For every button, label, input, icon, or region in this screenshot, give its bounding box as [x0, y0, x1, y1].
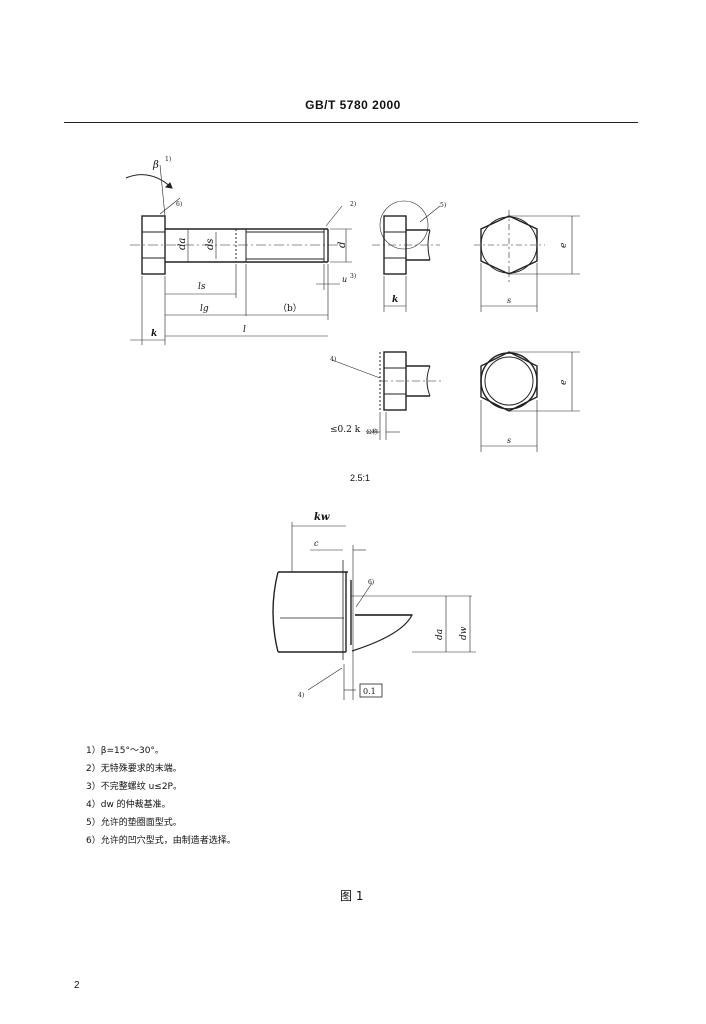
label-note3: 3): [350, 273, 356, 280]
label-ds: ds: [205, 238, 216, 250]
label-tolerance-sub: 公称: [366, 428, 378, 436]
label-e-top: e: [559, 243, 569, 248]
document-header: GB/T 5780 2000: [305, 98, 401, 112]
washer-face-end-view: [480, 351, 580, 452]
label-lg: lg: [200, 304, 209, 314]
label-k-head: k: [392, 295, 398, 305]
drawing-labels: β 1) 6) 2) 5) da ds d u 3) ls lg （b） l k…: [151, 156, 569, 699]
head-detail-view: [372, 200, 441, 312]
footnote-2: 2）无特殊要求的末端。: [86, 764, 182, 774]
label-note1: 1): [165, 156, 171, 163]
footnote-5: 5）允许的垫圈面型式。: [86, 818, 182, 828]
label-note2-leader: 2): [350, 201, 356, 208]
label-s-mid: s: [507, 436, 511, 445]
footnote-4: 4）dw 的仲裁基准。: [86, 800, 171, 810]
label-u: u: [342, 275, 347, 284]
footnote-3: 3）不完整螺纹 u≤2P。: [86, 782, 182, 792]
bolt-side-view: [125, 164, 352, 345]
label-tolerance: ≤0.2 k: [330, 425, 361, 435]
label-ls: ls: [198, 282, 206, 292]
label-flatness: 0.1: [363, 687, 376, 696]
label-beta: β: [152, 160, 159, 171]
page-number: 2: [74, 980, 80, 991]
footnotes: 1）β=15°～30°。 2）无特殊要求的末端。 3）不完整螺纹 u≤2P。 4…: [86, 742, 236, 850]
label-d: d: [337, 242, 348, 248]
label-note4-b: 4): [298, 692, 304, 699]
label-note6-b: 6): [368, 579, 374, 586]
label-note6-leader: 6): [176, 201, 182, 208]
label-note5-leader: 5): [440, 202, 446, 209]
label-e-mid: e: [559, 380, 569, 385]
washer-face-side-view: [331, 351, 442, 440]
figure-caption: 图 1: [340, 889, 364, 903]
header-rule: [64, 122, 638, 123]
label-kw: kw: [314, 512, 330, 523]
label-da-detail: da: [435, 629, 445, 640]
label-k-main: k: [151, 329, 157, 339]
label-dw: dw: [459, 626, 469, 640]
footnote-1: 1）β=15°～30°。: [86, 746, 164, 756]
label-b: （b）: [278, 303, 302, 314]
label-c: c: [314, 539, 319, 548]
enlarged-detail-view: [272, 522, 476, 700]
label-s-top: s: [507, 296, 511, 305]
hex-end-view: [474, 210, 580, 312]
label-l: l: [243, 325, 246, 335]
label-note4-a: 4): [330, 356, 336, 363]
scale-label: 2.5:1: [350, 473, 371, 483]
label-da: da: [177, 238, 188, 250]
footnote-6: 6）允许的凹穴型式，由制造者选择。: [86, 836, 236, 846]
